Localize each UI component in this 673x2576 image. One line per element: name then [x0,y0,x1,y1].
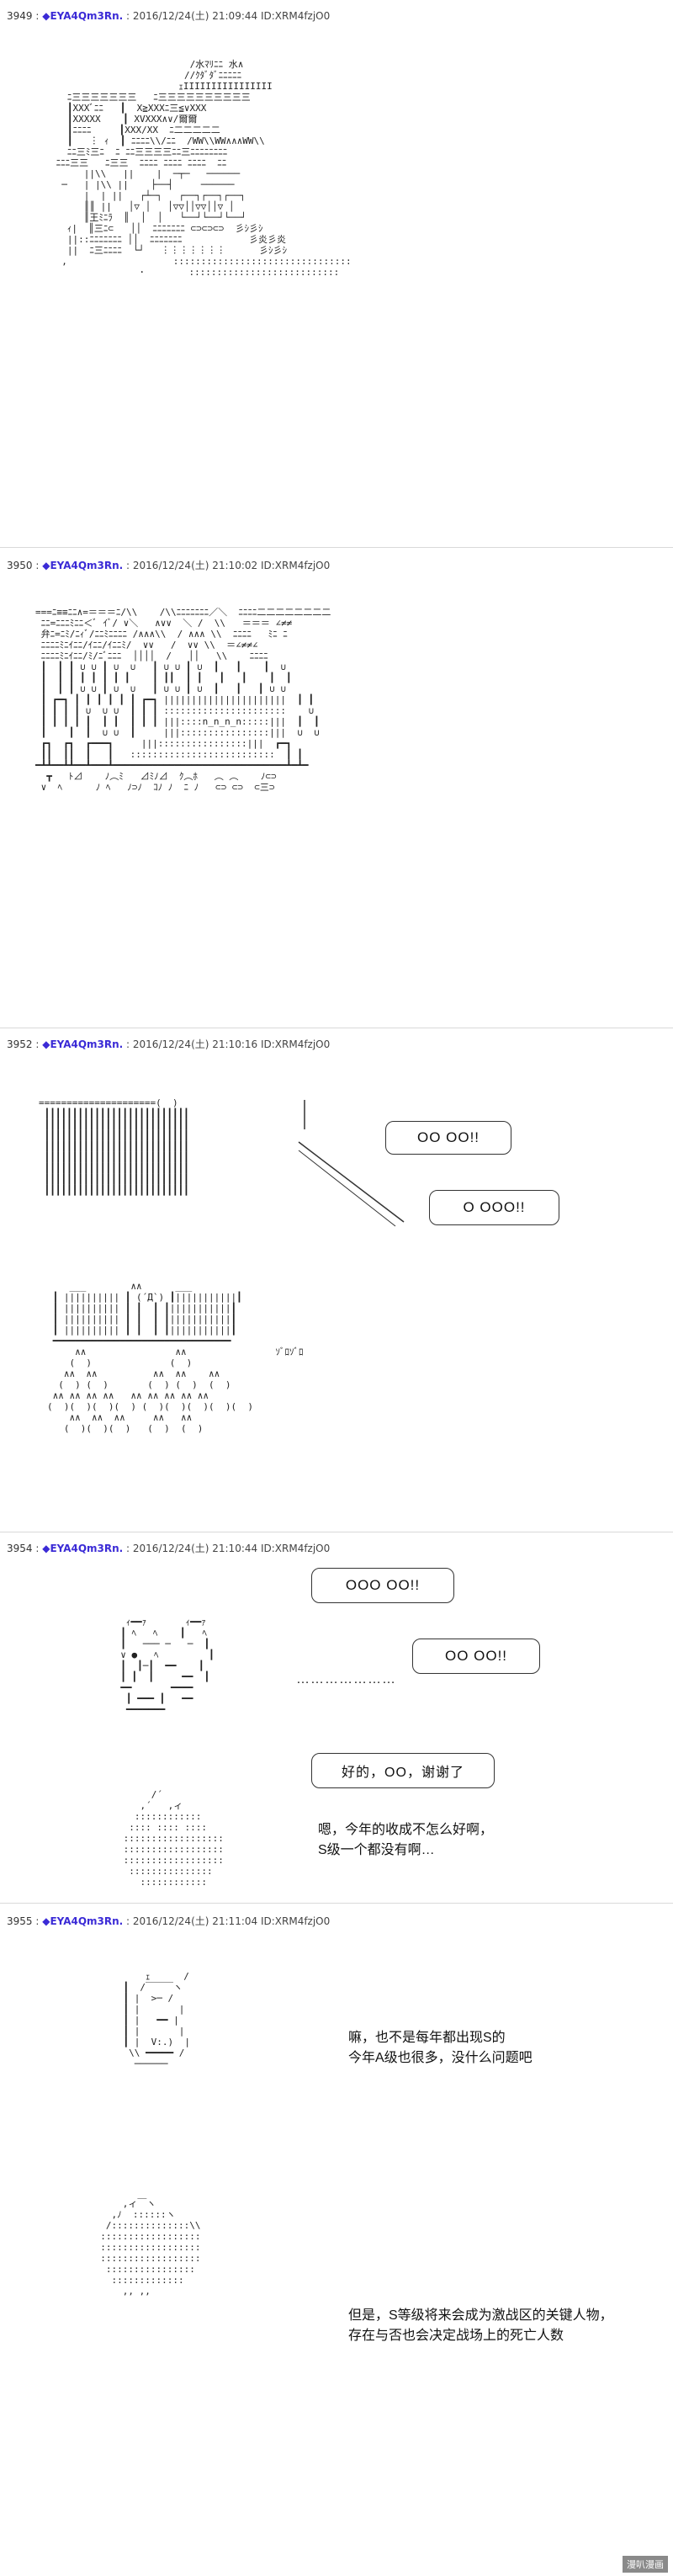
diamond-icon: ◆ [42,10,50,22]
post-author[interactable]: EYA4Qm3Rn. [50,1915,124,1927]
ascii-art-character-face: ｨ━━ｧ ｨ━━ｧ ┃ ﾍ ﾍ ┃ ﾍ ┃ ─── ─ ─ ┃ ∨ ● ﾍ ┃ … [120,1617,215,1715]
ascii-art-building-front: =====================( ) ┃┃┃┃┃┃┃┃┃┃┃┃┃┃┃… [39,1097,189,1196]
post-author[interactable]: EYA4Qm3Rn. [50,1543,124,1554]
diamond-icon: ◆ [42,1915,50,1927]
post-header: 3950 : ◆EYA4Qm3Rn. : 2016/12/24(土) 21:10… [7,560,331,571]
watermark: 漫叭漫画 [623,2556,668,2573]
speech-line: 存在与否也会决定战场上的死亡人数 [348,2329,564,2343]
post-number: 3949 [7,10,33,22]
post-3954: 3954 : ◆EYA4Qm3Rn. : 2016/12/24(土) 21:10… [0,1532,673,1903]
speech-line: 嗯，今年的收成不怎么好啊， [318,1823,494,1837]
speech-line: 今年A级也很多，没什么问题吧 [348,2051,533,2065]
speech-text: 嗯，今年的收成不怎么好啊， S级一个都没有啊… [318,1820,493,1861]
post-divider [0,1903,673,1904]
post-author[interactable]: EYA4Qm3Rn. [50,1038,124,1050]
speech-text: 嘛，也不是每年都出现S的 今年A级也很多，没什么问题吧 [348,2028,533,2069]
slope-lines [298,1100,405,1227]
speech-line: S级一个都没有啊… [318,1843,435,1857]
diamond-icon: ◆ [42,560,50,571]
post-3952: 3952 : ◆EYA4Qm3Rn. : 2016/12/24(土) 21:10… [0,1028,673,1532]
post-number: 3954 [7,1543,33,1554]
diamond-icon: ◆ [42,1543,50,1554]
post-3949: 3949 : ◆EYA4Qm3Rn. : 2016/12/24(土) 21:09… [0,0,673,547]
post-author[interactable]: EYA4Qm3Rn. [50,10,124,22]
post-meta: 2016/12/24(土) 21:09:44 ID:XRM4fzjO0 [132,10,331,22]
ascii-art-character-side: ,ィ￣ヽ ,ﾉ ::::::ヽ /::::::::::::::\\ ::::::… [100,2198,201,2297]
post-header: 3949 : ◆EYA4Qm3Rn. : 2016/12/24(土) 21:09… [7,10,331,22]
post-divider [0,547,673,548]
ascii-art-character-front: ｪ / ┃ /￣￣￣ヽ ┃ | >─ / ┃ | | ┃ | ━━ | ┃ | … [123,1971,190,2069]
ascii-art-castle: ===ﾆ≡≡ﾆﾆ∧=＝＝＝ﾆ/\\ /\\ﾆﾆﾆﾆﾆﾆﾆ／＼ ﾆﾆﾆﾆ二二二二二… [35,607,331,793]
ascii-art-crowd: ___ ∧∧ ___ ┃ |||||||||| ┃ (´Д`) ┃|||||||… [47,1281,304,1434]
post-author[interactable]: EYA4Qm3Rn. [50,560,124,571]
speech-line: 嘛，也不是每年都出现S的 [348,2031,506,2045]
speech-text: 但是，S等级将来会成为激战区的关键人物， 存在与否也会决定战场上的死亡人数 [348,2306,613,2346]
ascii-art-building: /水ﾏﾘﾆﾆ 水∧ //ｸﾀﾞﾀﾞﾆﾆﾆﾆﾆ ｪIIIIIIIIIIIIIIII… [56,59,352,278]
post-number: 3955 [7,1915,33,1927]
speech-line: 但是，S等级将来会成为激战区的关键人物， [348,2308,613,2323]
speech-bubble: 好的，OO，谢谢了 [311,1753,495,1788]
diamond-icon: ◆ [42,1038,50,1050]
post-meta: 2016/12/24(土) 21:10:02 ID:XRM4fzjO0 [132,560,331,571]
post-header: 3954 : ◆EYA4Qm3Rn. : 2016/12/24(土) 21:10… [7,1543,331,1554]
post-meta: 2016/12/24(土) 21:10:16 ID:XRM4fzjO0 [132,1038,331,1050]
speech-bubble: OO OO!! [412,1639,540,1674]
post-number: 3950 [7,560,33,571]
ascii-art-character-sketch: /´ ,´ ,ィ :::::::::::: :::: :::: :::: :::… [123,1789,224,1888]
post-3955: 3955 : ◆EYA4Qm3Rn. : 2016/12/24(土) 21:11… [0,1904,673,2576]
post-meta: 2016/12/24(土) 21:11:04 ID:XRM4fzjO0 [132,1915,331,1927]
post-header: 3952 : ◆EYA4Qm3Rn. : 2016/12/24(土) 21:10… [7,1038,331,1050]
post-3950: 3950 : ◆EYA4Qm3Rn. : 2016/12/24(土) 21:10… [0,548,673,1028]
ellipsis-text: ………………… [296,1672,396,1686]
post-meta: 2016/12/24(土) 21:10:44 ID:XRM4fzjO0 [132,1543,331,1554]
post-number: 3952 [7,1038,33,1050]
post-header: 3955 : ◆EYA4Qm3Rn. : 2016/12/24(土) 21:11… [7,1915,331,1927]
speech-bubble: OOO OO!! [311,1568,454,1603]
speech-bubble: OO OO!! [385,1121,511,1155]
speech-bubble: O OOO!! [429,1190,559,1225]
